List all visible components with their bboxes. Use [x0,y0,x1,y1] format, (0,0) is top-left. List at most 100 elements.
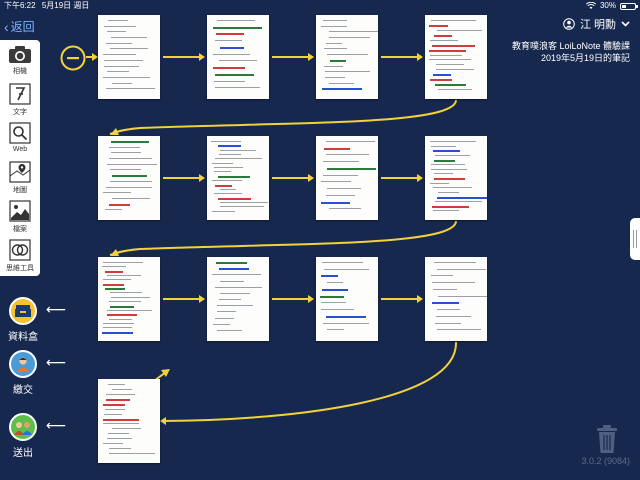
tool-web[interactable]: Web [0,122,40,160]
page-line [105,209,122,211]
battery-fill [622,4,626,8]
page-card[interactable] [98,136,160,220]
page-line [429,49,467,52]
arrow-head [308,295,314,303]
page-line [432,205,470,208]
page-line [327,188,362,190]
back-button[interactable]: ‹ 返回 [4,18,35,35]
page-line [437,29,482,31]
page-line [429,59,471,61]
start-node-icon[interactable] [60,45,86,71]
page-line [110,37,147,39]
send-label: 送出 [13,448,33,459]
page-line [431,20,476,21]
user-menu[interactable]: 江 明勳 [563,16,630,32]
page-card[interactable] [425,15,487,99]
grip-lines [633,230,634,248]
page-line [215,158,262,160]
page-line [429,24,449,27]
page-line [431,282,476,284]
page-card[interactable] [425,257,487,341]
page-line [109,48,149,50]
page-line [213,323,230,325]
page-card[interactable] [98,15,160,99]
time-text: 下午6:22 [4,1,36,10]
page-line [111,428,142,430]
page-line [213,167,244,169]
page-line [103,403,126,406]
page-line [432,288,458,290]
page-card[interactable] [207,15,269,99]
page-line [109,180,153,182]
page-line [320,309,354,311]
page-line [106,186,153,188]
page-line [103,65,139,67]
page-line [107,20,128,21]
battery-percent: 30% [599,1,616,10]
page-line [109,453,155,455]
tool-text[interactable]: 文字 [0,83,40,121]
data-box-label: 資料盒 [8,332,38,343]
page-card[interactable] [207,136,269,220]
page-card[interactable] [207,257,269,341]
arrow-head [110,249,119,256]
page-line [102,76,151,78]
page-line [213,67,245,70]
page-card[interactable] [316,257,378,341]
page-line [212,180,242,182]
tool-camera[interactable]: 相機 [0,44,40,82]
tool-file[interactable]: 檔案 [0,200,40,238]
page-line [322,20,347,21]
page-line [321,288,348,291]
page-line [211,141,241,142]
tool-map[interactable]: 地圖 [0,161,40,199]
page-line [102,327,133,329]
page-card[interactable] [316,15,378,99]
page-line [329,59,346,62]
side-drawer-handle[interactable] [630,218,640,260]
page-line [104,59,144,61]
page-line [214,184,232,187]
page-line [326,282,343,284]
page-card[interactable] [425,136,487,220]
submit-button[interactable]: 繳交 [6,350,40,396]
arrow-head [417,174,423,182]
back-label: 返回 [10,20,35,34]
submit-label: 繳交 [13,385,33,396]
page-line [433,178,466,180]
page-line [107,275,142,277]
page-card[interactable] [98,257,160,341]
page-card[interactable] [316,136,378,220]
page-line [435,154,470,156]
page-line [211,162,234,164]
page-line [106,309,153,311]
trash-icon[interactable] [596,424,618,454]
page-line [103,322,135,324]
page-line [215,87,260,89]
arrow-left-icon: ⟵ [46,417,67,433]
page-line [431,44,475,47]
tool-thinking[interactable]: 思維工具 [0,239,40,277]
page-card[interactable] [98,379,160,463]
page-line [215,73,255,76]
page-line [214,317,234,319]
map-icon [9,161,31,183]
page-line [110,169,142,171]
status-time: 下午6:22 5月19日 週日 [4,0,89,12]
arrow-head [308,53,314,61]
page-line [219,292,250,294]
page-line [326,54,368,56]
page-line [106,314,138,317]
data-box-button[interactable]: 資料盒 [6,297,40,343]
page-line [219,154,242,156]
arrow-left-icon: ⟵ [46,354,67,370]
page-line [325,315,366,318]
send-button[interactable]: 送出 [6,413,40,459]
page-line [102,423,140,425]
page-line [431,168,468,170]
page-line [103,262,143,263]
page-line [437,196,487,199]
page-line [102,54,136,56]
page-line [322,262,363,263]
page-line [213,53,250,55]
